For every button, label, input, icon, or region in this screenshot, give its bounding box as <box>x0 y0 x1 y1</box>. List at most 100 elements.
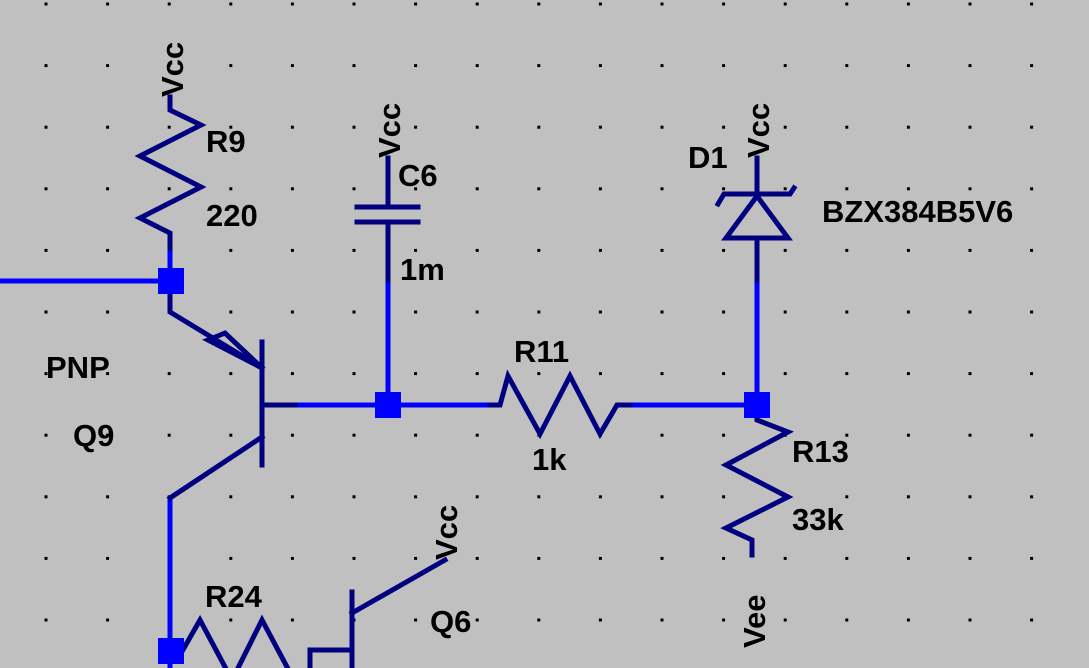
grid-dot <box>44 64 48 68</box>
grid-dot <box>783 310 787 314</box>
grid-dot <box>906 618 910 622</box>
grid-dot <box>968 125 972 129</box>
grid-dot <box>906 495 910 499</box>
grid-dot <box>475 495 479 499</box>
junction-d1-r13[interactable] <box>744 392 770 418</box>
capacitor-c6[interactable]: C6 1m Vcc <box>354 103 445 287</box>
grid-dot <box>598 618 602 622</box>
grid-dot <box>106 433 110 437</box>
grid-dot <box>968 2 972 6</box>
grid-dot <box>1030 64 1034 68</box>
grid-dot <box>44 187 48 191</box>
grid-dot <box>290 310 294 314</box>
grid-dot <box>475 618 479 622</box>
grid-dot <box>106 2 110 6</box>
grid-dot <box>783 618 787 622</box>
grid-dot <box>352 310 356 314</box>
resistor-r24[interactable]: R24 <box>176 579 294 668</box>
grid-dot <box>229 125 233 129</box>
grid-dot <box>845 2 849 6</box>
grid-dot <box>352 433 356 437</box>
grid-dot <box>906 125 910 129</box>
grid-dot <box>1030 248 1034 252</box>
grid-dot <box>106 125 110 129</box>
grid-dot <box>414 248 418 252</box>
junction-c6-bus[interactable] <box>375 392 401 418</box>
grid-dot <box>660 310 664 314</box>
grid-dot <box>475 372 479 376</box>
grid-dot <box>968 64 972 68</box>
grid-dot <box>106 248 110 252</box>
grid-dot <box>722 495 726 499</box>
d1-vcc-label: Vcc <box>741 103 776 158</box>
transistor-q9[interactable]: PNP Q9 <box>46 287 298 502</box>
grid-dot <box>475 433 479 437</box>
grid-dot <box>537 64 541 68</box>
grid-dot <box>537 2 541 6</box>
grid-dot <box>414 310 418 314</box>
grid-dot <box>598 556 602 560</box>
grid-dot <box>352 248 356 252</box>
grid-dot <box>722 310 726 314</box>
grid-dot <box>290 248 294 252</box>
grid-dot <box>845 372 849 376</box>
grid-dot <box>414 2 418 6</box>
junction-q9-r24[interactable] <box>158 638 184 664</box>
r9-value-label: 220 <box>206 198 258 233</box>
grid-dot <box>845 310 849 314</box>
grid-dot <box>1030 2 1034 6</box>
q6-ref-label: Q6 <box>430 604 471 639</box>
grid-dot <box>106 495 110 499</box>
grid-dot <box>229 618 233 622</box>
grid-dot <box>537 310 541 314</box>
grid-dot <box>783 64 787 68</box>
grid-dot <box>106 187 110 191</box>
grid-dot <box>845 556 849 560</box>
grid-dot <box>414 618 418 622</box>
grid-dot <box>44 433 48 437</box>
grid-dot <box>290 2 294 6</box>
grid-dot <box>660 618 664 622</box>
grid-dot <box>722 187 726 191</box>
grid-dot <box>414 495 418 499</box>
resistor-r11[interactable]: R11 1k <box>487 334 633 477</box>
grid-dot <box>352 556 356 560</box>
grid-dot <box>290 125 294 129</box>
grid-dot <box>537 556 541 560</box>
resistor-r13[interactable]: R13 33k Vee <box>720 407 849 648</box>
grid-dot <box>167 433 171 437</box>
grid-dot <box>290 64 294 68</box>
grid-dot <box>968 372 972 376</box>
grid-dot <box>660 64 664 68</box>
grid-dot <box>229 248 233 252</box>
grid-dot <box>968 433 972 437</box>
junction-r9-q9[interactable] <box>158 268 184 294</box>
grid-dot <box>783 187 787 191</box>
grid-dot <box>598 248 602 252</box>
grid-dot <box>44 310 48 314</box>
junctions <box>158 268 770 664</box>
grid-dot <box>229 495 233 499</box>
grid-dot <box>475 310 479 314</box>
q6-vcc-label: Vcc <box>429 505 464 560</box>
grid-dot <box>845 618 849 622</box>
grid-dot <box>44 372 48 376</box>
grid-dot <box>968 556 972 560</box>
grid-dot <box>598 187 602 191</box>
grid-dot <box>352 64 356 68</box>
zener-diode-d1[interactable]: D1 BZX384B5V6 Vcc <box>688 103 1013 283</box>
grid-dot <box>106 64 110 68</box>
grid-dot <box>1030 310 1034 314</box>
grid-dot <box>290 556 294 560</box>
grid-dot <box>968 310 972 314</box>
transistor-q6[interactable]: Q6 Vcc <box>307 505 471 668</box>
grid-dot <box>414 64 418 68</box>
r13-vee-label: Vee <box>737 595 772 648</box>
r13-value-label: 33k <box>792 502 844 537</box>
d1-ref-label: D1 <box>688 140 728 175</box>
resistor-r9[interactable]: R9 220 Vcc <box>134 42 258 251</box>
grid-dot <box>660 495 664 499</box>
grid-dot <box>1030 495 1034 499</box>
grid-dot <box>906 556 910 560</box>
